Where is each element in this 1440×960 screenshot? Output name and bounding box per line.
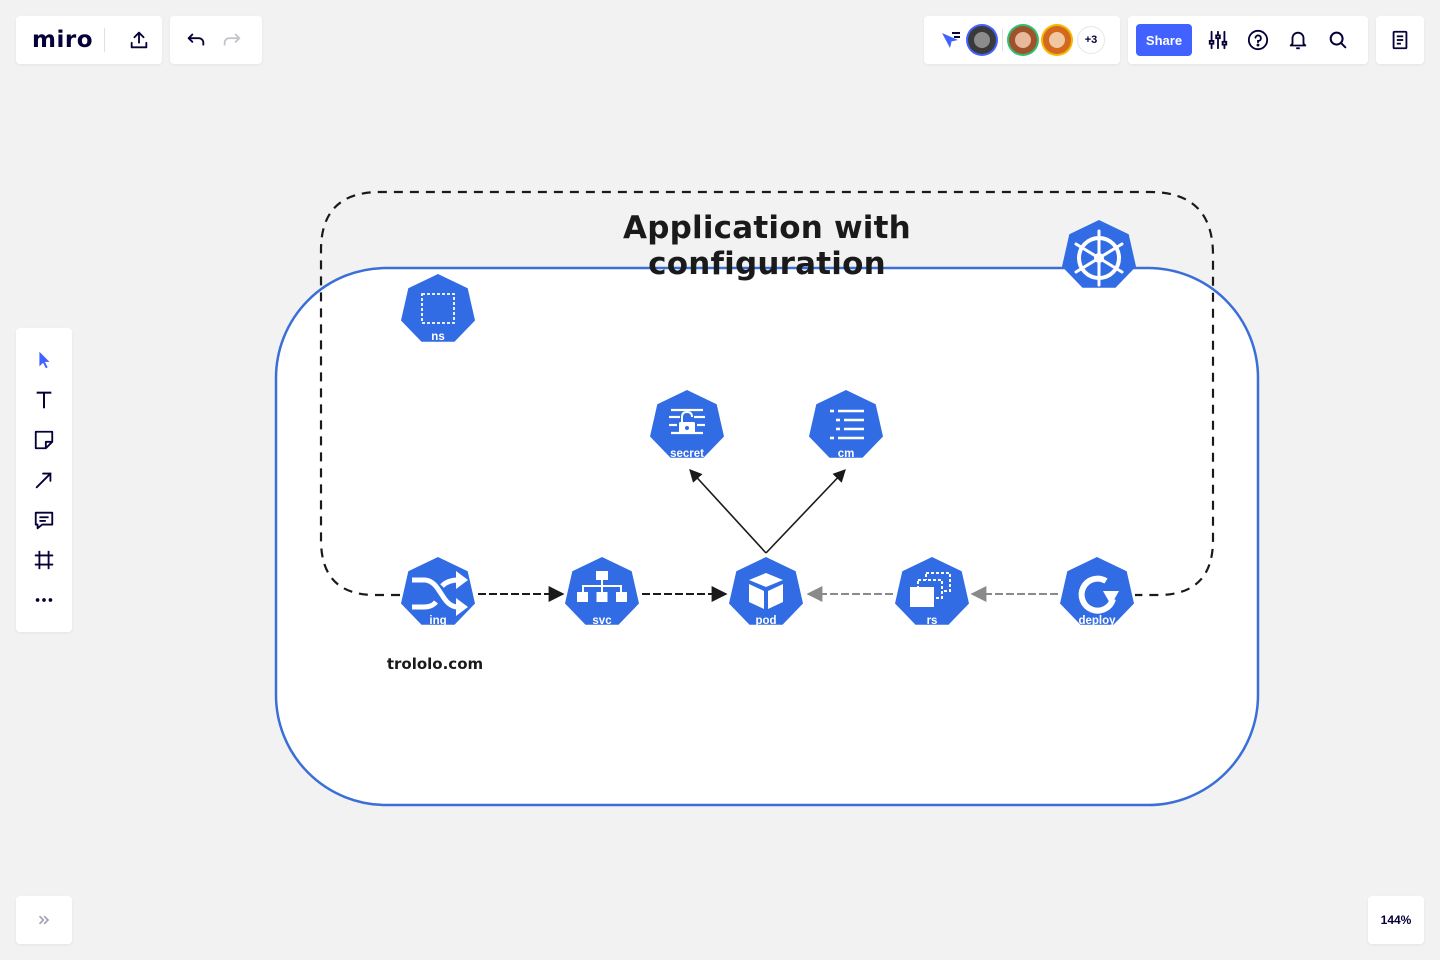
node-rs-label: rs	[927, 615, 938, 627]
sticky-note-tool-button[interactable]	[16, 420, 72, 460]
logo-divider	[104, 28, 105, 52]
board-settings-button[interactable]	[1198, 20, 1238, 60]
cube-icon	[749, 573, 783, 609]
comment-icon	[34, 511, 54, 530]
sliders-icon	[1208, 30, 1228, 50]
expand-toolbar-button[interactable]	[24, 900, 64, 940]
more-collaborators-badge[interactable]: +3	[1077, 26, 1105, 54]
diagram-title[interactable]: Application with configuration	[623, 210, 911, 282]
expand-panel	[16, 896, 72, 944]
avatar-user-3[interactable]	[1043, 26, 1071, 54]
sticky-note-icon	[34, 430, 54, 450]
node-ns[interactable]: ns	[401, 274, 475, 343]
node-cm[interactable]: cm	[809, 390, 883, 460]
frame-icon	[34, 550, 54, 570]
comment-tool-button[interactable]	[16, 500, 72, 540]
stacked-pages-icon	[910, 572, 951, 607]
node-secret-label: secret	[670, 448, 704, 460]
node-svc[interactable]: svc	[565, 557, 639, 627]
double-chevron-right-icon	[39, 915, 50, 925]
node-svc-label: svc	[592, 615, 612, 627]
connector-pod-secret[interactable]	[689, 469, 767, 554]
arrow-line-icon	[35, 472, 52, 489]
text-icon	[36, 391, 52, 409]
rotate-arrow-icon	[1078, 575, 1119, 614]
frame-tool-button[interactable]	[16, 540, 72, 580]
node-ns-label: ns	[431, 331, 444, 343]
board-notes-button[interactable]	[1380, 20, 1420, 60]
cursor-filter-icon	[942, 32, 960, 48]
creation-toolbar	[16, 328, 72, 632]
lock-icon	[669, 408, 705, 435]
board-tools-panel: Share	[1128, 16, 1368, 64]
shuffle-arrow-top	[456, 571, 468, 589]
cluster-boundary[interactable]	[274, 266, 1260, 807]
bell-icon	[1289, 31, 1307, 50]
search-button[interactable]	[1318, 20, 1358, 60]
export-button[interactable]	[119, 20, 159, 60]
undo-button[interactable]	[178, 20, 214, 60]
avatar-user-2[interactable]	[1009, 26, 1037, 54]
upload-icon	[130, 31, 148, 49]
text-tool-button[interactable]	[16, 380, 72, 420]
domain-label[interactable]: trololo.com	[386, 655, 484, 673]
share-button[interactable]: Share	[1136, 24, 1192, 56]
avatar-user-1[interactable]	[968, 26, 996, 54]
notes-panel	[1376, 16, 1424, 64]
shuffle-arrow-bottom	[456, 598, 468, 616]
application-boundary[interactable]	[319, 190, 1215, 597]
config-list-icon	[830, 409, 864, 440]
undo-icon	[187, 33, 205, 46]
node-ing-label: ing	[429, 615, 446, 627]
node-pod[interactable]: pod	[729, 557, 803, 627]
connector-pod-cm[interactable]	[765, 469, 846, 554]
select-tool-button[interactable]	[16, 340, 72, 380]
avatar-face-icon	[1015, 32, 1031, 48]
zoom-level-button[interactable]: 144%	[1368, 896, 1424, 944]
connection-line-tool-button[interactable]	[16, 460, 72, 500]
logo-panel: miro	[16, 16, 162, 64]
more-dots-icon	[35, 598, 53, 602]
more-tools-button[interactable]	[16, 580, 72, 620]
cursor-icon	[39, 351, 50, 369]
collaborators-panel: +3	[924, 16, 1120, 64]
redo-button[interactable]	[214, 20, 250, 60]
node-secret[interactable]: secret	[650, 390, 724, 460]
node-cm-label: cm	[838, 448, 855, 460]
avatar-face-icon	[1049, 32, 1065, 48]
node-pod-label: pod	[755, 615, 776, 627]
document-icon	[1392, 30, 1408, 50]
node-rs[interactable]: rs	[895, 557, 969, 627]
search-icon	[1329, 31, 1347, 49]
follow-cursor-button[interactable]	[932, 20, 968, 60]
undo-redo-panel	[170, 16, 262, 64]
hierarchy-icon	[577, 571, 627, 602]
miro-logo[interactable]: miro	[32, 27, 93, 53]
node-ing[interactable]: ing	[401, 557, 475, 627]
question-icon	[1247, 29, 1269, 51]
avatar-separator	[1002, 29, 1003, 51]
node-deploy-label: deploy	[1078, 615, 1116, 627]
notifications-button[interactable]	[1278, 20, 1318, 60]
redo-icon	[223, 33, 241, 46]
avatar-face-icon	[974, 32, 990, 48]
help-button[interactable]	[1238, 20, 1278, 60]
node-deploy[interactable]: deploy	[1060, 557, 1134, 627]
